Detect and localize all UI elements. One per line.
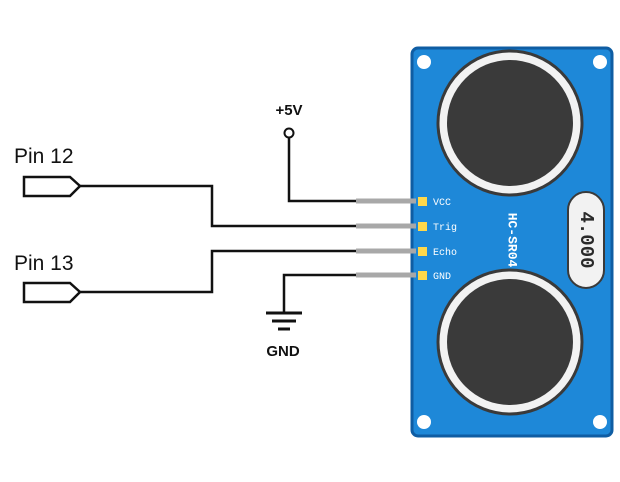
pin13-connector — [22, 281, 82, 304]
pin-label-gnd: GND — [433, 272, 451, 283]
mount-hole-top-left — [417, 55, 431, 69]
wire-vcc — [287, 138, 356, 203]
pin12-label: Pin 12 — [14, 145, 74, 168]
mount-hole-bottom-left — [417, 415, 431, 429]
gnd-label: GND — [266, 343, 300, 360]
mount-hole-top-right — [593, 55, 607, 69]
pin-pad-echo — [418, 247, 427, 256]
pin-pad-vcc — [418, 197, 427, 206]
crystal-oscillator — [567, 191, 605, 289]
mount-hole-bottom-right — [593, 415, 607, 429]
wire-echo — [80, 249, 356, 294]
hc-sr04-module: 4.000 HC-SR04 VCC Trig Echo GND — [410, 46, 614, 438]
pin-label-echo: Echo — [433, 247, 457, 259]
pin-pad-gnd — [418, 271, 427, 280]
pin-label-trig: Trig — [433, 222, 457, 234]
module-model-label: HC-SR04 — [505, 213, 520, 268]
vcc-terminal — [283, 127, 295, 139]
transducer-bottom — [447, 279, 573, 405]
pin13-label: Pin 13 — [14, 252, 74, 275]
ground-symbol — [266, 311, 302, 331]
wire-trig — [80, 184, 356, 228]
pin-label-vcc: VCC — [433, 198, 451, 209]
pin12-connector — [22, 175, 82, 198]
vcc-label: +5V — [275, 102, 302, 119]
header-pins — [356, 198, 416, 278]
wire-gnd — [282, 273, 356, 312]
transducer-top — [447, 60, 573, 186]
crystal-label: 4.000 — [575, 211, 597, 268]
pin-pad-trig — [418, 222, 427, 231]
